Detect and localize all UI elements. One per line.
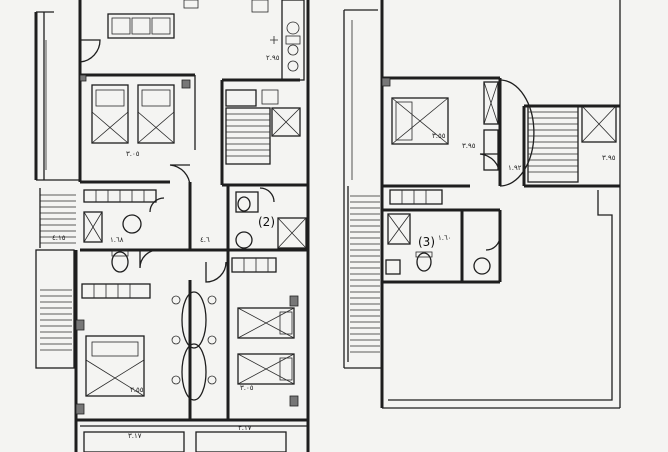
unit-label-2: (2) [258,215,275,229]
dim-bed2-width: ٣.٠٥ [240,384,254,392]
upper-bathroom-unit-3 [382,208,502,284]
bottom-balcony [83,431,287,452]
upper-central-stair [522,104,620,188]
lower-floor-plan: ٢.٩٥ ٣.٠٥ ١.٦٨ ٤.١٥ ٤.٦ ٣.٠٥ ٣.٥٥ ٣.١٧ ٣… [34,0,310,452]
dim-bottom-left: ٣.١٧ [128,432,142,440]
wardrobes [81,189,277,299]
bathroom-left [83,197,165,273]
upper-floor-plan: ٣.٥٥ ٣.٩٥ ١.٦٠ ١.٩٢ ٣.٩٥ (3) [343,0,621,409]
dim-stair-vertical: ١.٩٢ [508,164,522,172]
bedroom-lower-right [205,261,299,407]
dim-corridor-right: ٤.٦ [200,236,210,244]
left-stair-strip [35,40,76,369]
dim-upper-bed-depth: ٣.٩٥ [462,142,476,150]
sofa [107,13,175,39]
upper-left-stair [347,20,380,362]
dim-bottom-right: ٣.١٧ [238,424,252,432]
bedroom-1 [79,74,191,188]
dim-upper-right: ٣.٩٥ [602,154,616,162]
dim-bath-small: ١.٦٨ [110,236,124,244]
dim-corridor-left: ٤.١٥ [52,234,66,242]
bathroom-unit-2 [235,187,307,249]
dining-table [171,291,217,401]
dim-bed3-width: ٣.٥٥ [130,386,144,394]
upper-bedroom [381,76,535,188]
dim-bed1-width: ٣.٠٥ [126,150,140,158]
central-stair [225,89,301,165]
unit-label-3: (3) [418,235,435,249]
dim-kitchen-width: ٢.٩٥ [266,54,280,62]
bedroom-lower-left [75,319,145,415]
upper-wardrobe [389,189,443,205]
dim-upper-bath: ١.٦٠ [438,234,452,242]
dim-upper-bed-width: ٣.٥٥ [432,132,446,140]
kitchen-counter [281,0,305,81]
